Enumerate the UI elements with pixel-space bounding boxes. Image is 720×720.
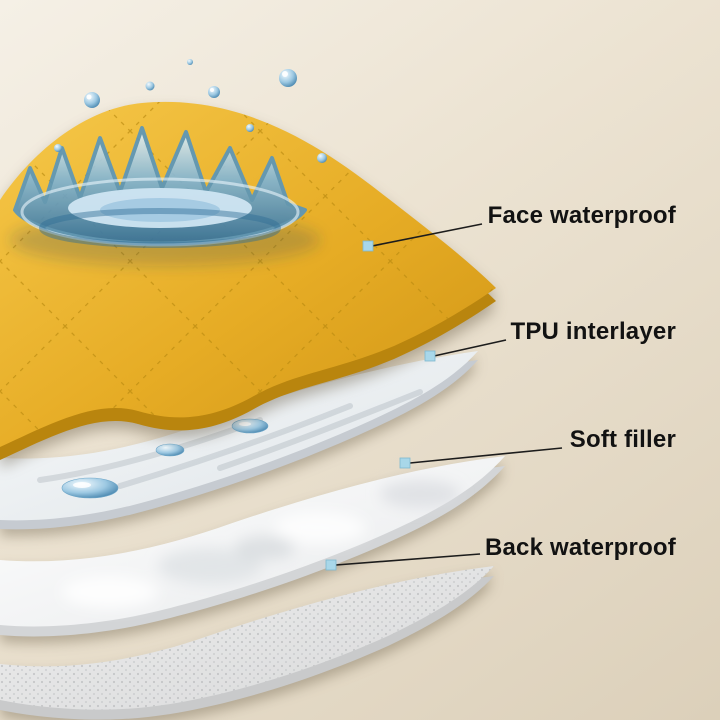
leader-markers: [325, 240, 436, 571]
soft-filler-layer: [0, 456, 505, 637]
filler-leader-line: [409, 447, 563, 464]
back-leader-line: [335, 553, 481, 566]
water-droplet: [84, 92, 100, 108]
face-marker: [362, 240, 374, 252]
splash-pool-inner: [100, 198, 220, 222]
face-waterproof-layer: [0, 101, 496, 460]
water-droplet: [145, 81, 155, 91]
leader-lines: [335, 223, 563, 566]
label-tpu-interlayer: TPU interlayer: [510, 318, 676, 345]
water-droplet: [231, 418, 269, 434]
face-leader-line: [371, 223, 483, 247]
label-back-waterproof: Back waterproof: [484, 534, 676, 561]
tpu-film-creases: [37, 389, 423, 489]
label-face-waterproof: Face waterproof: [487, 202, 676, 229]
water-droplet: [187, 59, 193, 65]
water-droplet: [279, 69, 297, 87]
splash-rim-highlight: [20, 177, 300, 247]
back-layer-texture: [0, 566, 494, 710]
water-droplet: [208, 86, 220, 98]
tpu-layer-sheet: [0, 351, 478, 521]
splash-depth-shade: [39, 208, 281, 248]
tpu-leader-line: [433, 339, 507, 357]
filler-fluff-texture: [62, 480, 460, 608]
water-droplet: [61, 477, 119, 499]
water-droplet: [155, 443, 185, 457]
splash-droplets: [54, 59, 327, 163]
filler-marker: [399, 457, 411, 469]
water-droplet: [246, 124, 254, 132]
back-waterproof-layer: [0, 566, 494, 720]
water-droplet: [317, 153, 327, 163]
label-soft-filler: Soft filler: [569, 426, 676, 453]
back-marker: [325, 559, 337, 571]
water-splash: [10, 59, 327, 266]
water-droplet: [54, 144, 62, 152]
tpu-marker: [424, 350, 436, 362]
